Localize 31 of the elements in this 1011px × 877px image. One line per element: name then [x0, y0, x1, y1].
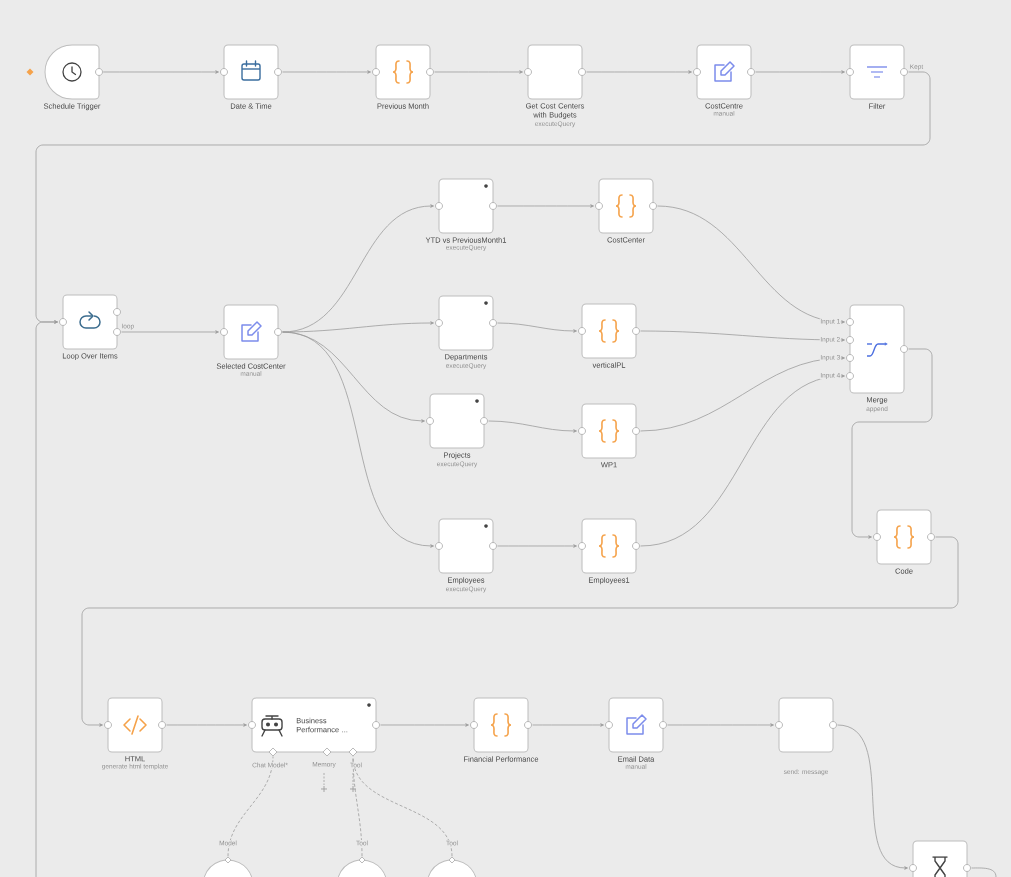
arrow — [640, 374, 845, 547]
circle-node — [337, 859, 387, 877]
arrow — [282, 331, 434, 548]
arrow — [497, 322, 577, 333]
arrow — [102, 70, 219, 74]
dashed-connector — [352, 756, 453, 857]
arrow — [640, 356, 845, 432]
circle-node — [427, 859, 477, 877]
arrow — [851, 348, 933, 539]
circle-node — [203, 859, 253, 877]
arrow — [380, 723, 469, 727]
arrow — [434, 70, 523, 74]
arrow — [282, 70, 371, 74]
arrow — [837, 724, 908, 870]
arrow — [586, 70, 692, 74]
arrow — [497, 544, 577, 548]
arrow — [282, 331, 425, 423]
arrow — [488, 420, 577, 433]
arrow — [667, 723, 774, 727]
arrow — [166, 723, 247, 727]
arrow — [81, 536, 959, 727]
arrow — [35, 71, 931, 324]
arrow — [657, 205, 845, 324]
connector-line — [971, 867, 997, 877]
arrow — [35, 320, 58, 877]
arrow — [497, 204, 594, 208]
arrow — [532, 723, 604, 727]
arrow — [121, 330, 219, 334]
arrow — [755, 70, 845, 74]
dashed-connector — [227, 756, 274, 857]
arrow — [640, 330, 845, 342]
